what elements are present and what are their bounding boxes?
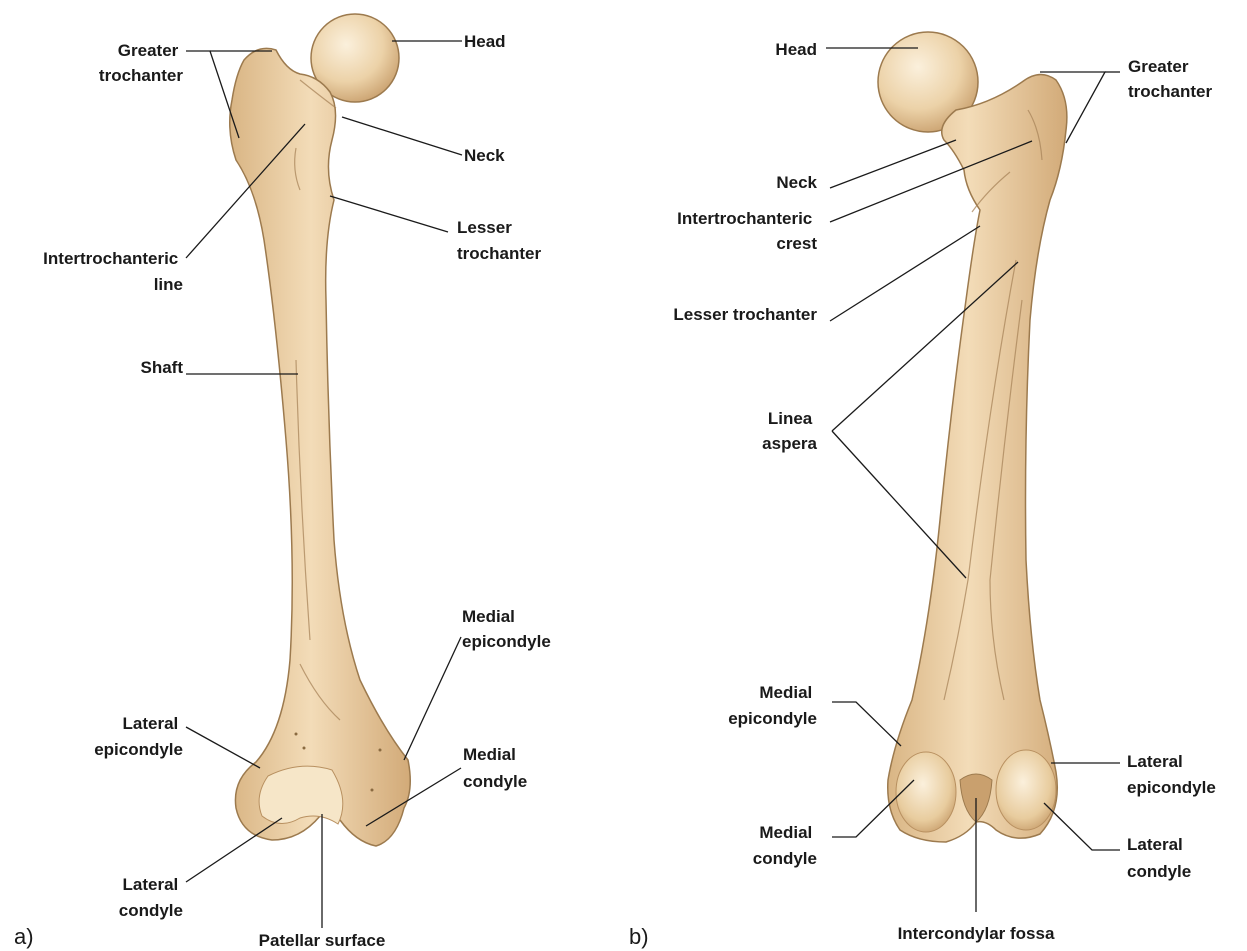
label-intertrochanteric-line: Intertrochanteric line bbox=[43, 249, 183, 294]
label-head-a: Head bbox=[464, 32, 506, 51]
label-greater-trochanter-a: Greater trochanter bbox=[99, 41, 183, 85]
label-medial-epicondyle-a: Medial epicondyle bbox=[462, 607, 551, 651]
femur-body-a bbox=[230, 48, 411, 846]
label-greater-trochanter-b: Greater trochanter bbox=[1128, 57, 1212, 101]
label-head-b: Head bbox=[775, 40, 817, 59]
patellar-surface-shape bbox=[259, 766, 343, 824]
label-medial-condyle-a: Medial condyle bbox=[463, 745, 527, 791]
femur-anterior-view bbox=[230, 14, 411, 846]
label-intertrochanteric-crest: Intertrochanteric crest bbox=[677, 209, 817, 253]
femur-posterior-view bbox=[878, 32, 1067, 842]
label-linea-aspera: Linea aspera bbox=[762, 409, 817, 453]
label-lateral-condyle-b: Lateral condyle bbox=[1127, 835, 1191, 881]
lateral-condyle-shape-b bbox=[996, 750, 1056, 830]
label-lateral-epicondyle-b: Lateral epicondyle bbox=[1127, 752, 1216, 797]
label-medial-epicondyle-b: Medial epicondyle bbox=[728, 683, 817, 728]
label-shaft: Shaft bbox=[141, 358, 184, 377]
label-lesser-trochanter-b: Lesser trochanter bbox=[673, 305, 817, 324]
label-intercondylar-fossa: Intercondylar fossa bbox=[898, 924, 1055, 943]
femur-body-b bbox=[888, 74, 1067, 842]
label-neck-b: Neck bbox=[776, 173, 817, 192]
panel-label-b: b) bbox=[629, 924, 649, 949]
label-patellar-surface: Patellar surface bbox=[259, 931, 386, 950]
medial-condyle-shape-b bbox=[896, 752, 956, 832]
label-neck-a: Neck bbox=[464, 146, 505, 165]
label-lateral-epicondyle-a: Lateral epicondyle bbox=[94, 714, 183, 759]
label-lateral-condyle-a: Lateral condyle bbox=[119, 875, 183, 920]
label-lesser-trochanter-a: Lesser trochanter bbox=[457, 218, 541, 263]
label-medial-condyle-b: Medial condyle bbox=[753, 823, 817, 868]
panel-label-a: a) bbox=[14, 924, 34, 949]
